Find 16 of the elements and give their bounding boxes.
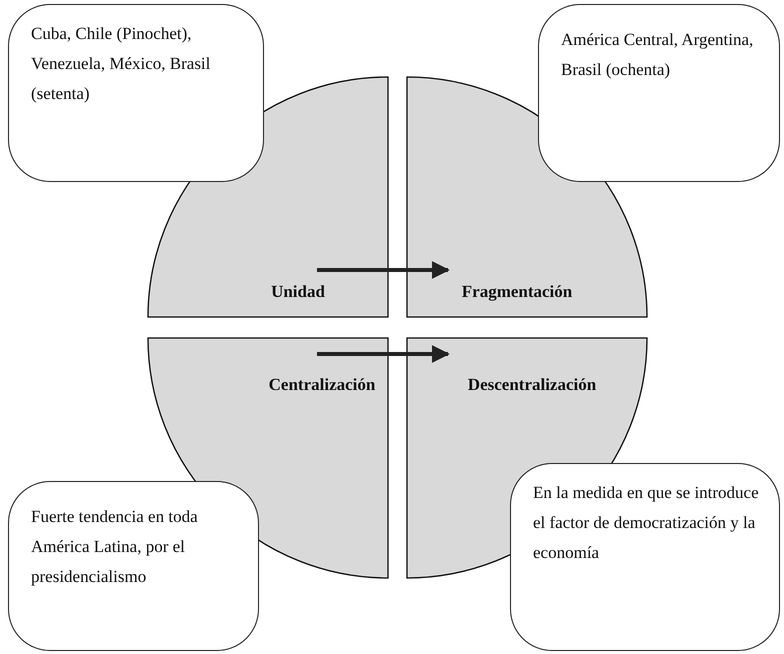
arrow bbox=[317, 345, 450, 363]
quarter-circle-segment bbox=[147, 76, 389, 318]
segment-label: Descentralización bbox=[468, 375, 596, 395]
segment-label: Fragmentación bbox=[462, 282, 572, 302]
quarter-circle-segment bbox=[147, 337, 389, 579]
rounded-callout-box bbox=[538, 4, 780, 182]
callout-text: Fuerte tendencia en toda América Latina, por el presidencialismo bbox=[31, 506, 199, 588]
rounded-callout-box bbox=[510, 463, 780, 651]
callout-text: América Central, Argentina, Brasil (ochenta) bbox=[561, 29, 754, 81]
rounded-callout-box bbox=[8, 481, 259, 651]
callout-text: Cuba, Chile (Pinochet), Venezuela, México, Brasil (setenta) bbox=[31, 23, 212, 105]
segment-label: Unidad bbox=[271, 282, 325, 302]
arrow bbox=[317, 261, 450, 279]
rounded-callout-box bbox=[8, 4, 264, 182]
callout-text: En la medida en que se introduce el factor de democratización y la economía bbox=[533, 482, 760, 564]
segment-label: Centralización bbox=[268, 375, 376, 395]
